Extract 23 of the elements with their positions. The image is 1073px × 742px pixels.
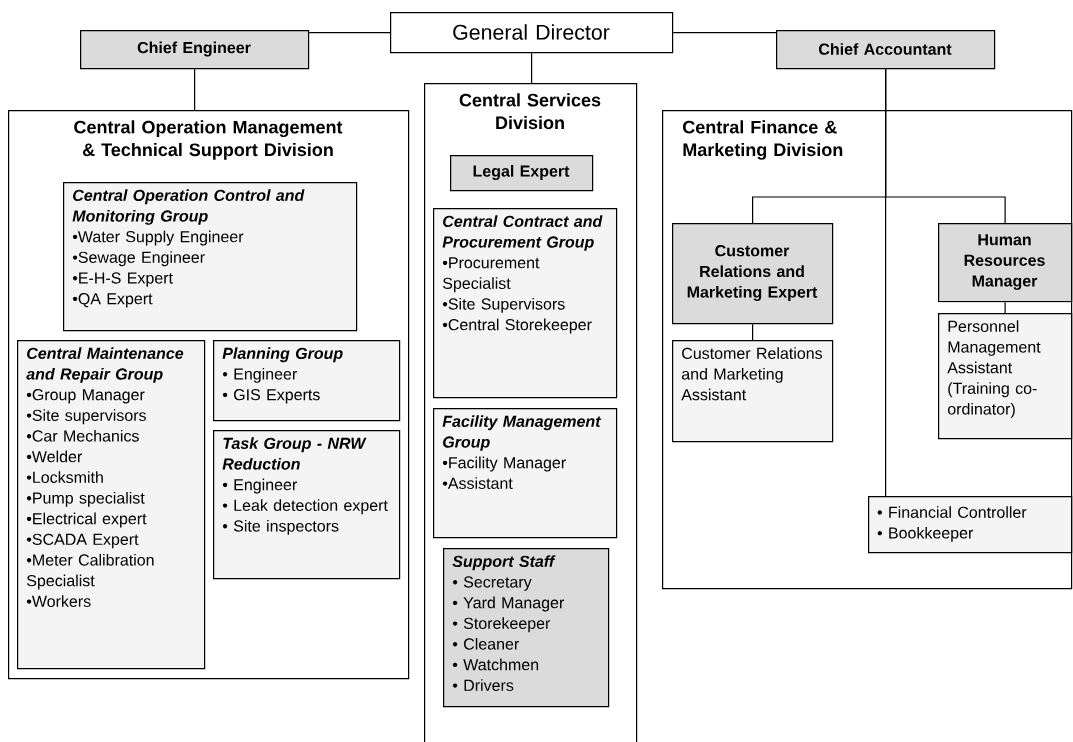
group-box: Facility Management Group •Facility Manager •Assistant — [433, 408, 618, 539]
connector-line — [308, 32, 391, 34]
position-box: Human Resources Manager — [938, 223, 1073, 303]
connector-line — [752, 323, 754, 341]
connector-line — [531, 52, 533, 84]
group-box: Planning Group • Engineer • GIS Experts — [213, 340, 401, 422]
position-box: Customer Relations and Marketing Expert — [672, 223, 834, 325]
position-box: Chief Engineer — [80, 30, 310, 70]
position-box: • Financial Controller • Bookkeeper — [868, 496, 1073, 554]
position-box: Personnel Management Assistant (Training co-ordinator) — [938, 313, 1073, 440]
connector-line — [672, 32, 777, 34]
connector-line — [194, 68, 196, 111]
group-box: Central Operation Control and Monitoring Group •Water Supply Engineer •Sewage Engineer •E-H-S Expert •QA Expert — [63, 182, 358, 332]
position-box: Chief Accountant — [776, 30, 996, 70]
group-box: Central Contract and Procurement Group •Procurement Specialist •Site Supervisors •Central Storekeeper — [433, 208, 618, 399]
position-box: Customer Relations and Marketing Assistant — [672, 340, 834, 443]
director-box: General Director — [390, 12, 674, 54]
connector-line — [1004, 301, 1006, 314]
group-box: Task Group - NRW Reduction • Engineer • Leak detection expert • Site inspectors — [213, 430, 401, 580]
group-box: Central Maintenance and Repair Group •Group Manager •Site supervisors •Car Mechanics •Welder •Locksmith •Pump specialist •Electrical expert •SCADA Expert •Meter Calibration Specialist •Workers — [17, 340, 206, 670]
position-box: Legal Expert — [450, 155, 594, 192]
connector-line — [885, 68, 1006, 224]
group-box: Support Staff • Secretary • Yard Manager • Storekeeper • Cleaner • Watchmen • Drivers — [443, 548, 610, 708]
